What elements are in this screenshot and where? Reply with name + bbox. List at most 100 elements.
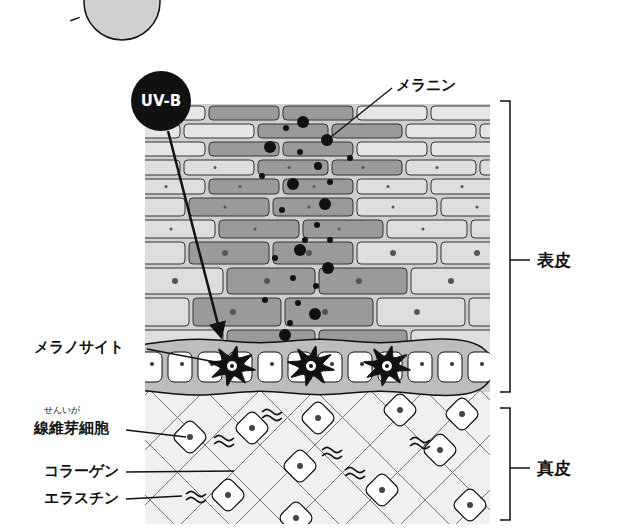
uv-ray-arrow — [168, 131, 221, 336]
melanin-granule — [327, 237, 333, 243]
cell-nucleus — [150, 362, 154, 366]
uv-circle: UV-B — [131, 71, 191, 131]
epidermis-cell — [273, 242, 353, 264]
elastin-fiber — [214, 435, 234, 440]
cell-nucleus — [459, 411, 465, 417]
layer-bracket — [500, 101, 530, 520]
node-text: UV-B — [141, 92, 181, 110]
cell-nucleus — [187, 434, 193, 440]
cell-nucleus — [476, 206, 479, 209]
epidermis-cell — [357, 242, 437, 264]
melanin-granule — [279, 207, 285, 213]
skin-section — [145, 104, 490, 524]
cell-nucleus — [264, 278, 270, 284]
sun-disc — [84, 0, 160, 40]
epidermis-cell — [145, 160, 180, 175]
epidermis-cell — [332, 160, 402, 175]
cell-nucleus — [385, 364, 389, 368]
elastin-fiber — [345, 467, 365, 472]
epidermis-cell — [145, 179, 205, 194]
basal-cell — [438, 352, 462, 382]
epidermis-cell — [184, 124, 254, 138]
epidermis-cell — [387, 220, 467, 238]
elastin-fiber — [410, 443, 430, 448]
melanin-granule — [321, 134, 333, 146]
epidermis-cell — [283, 179, 353, 194]
cell-nucleus — [387, 185, 390, 188]
cell-nucleus — [270, 362, 274, 366]
epidermis-cell — [283, 106, 353, 120]
epidermis-cell — [209, 106, 279, 120]
melanin-granule — [297, 149, 303, 155]
cell-nucleus — [414, 309, 420, 315]
fibroblast — [210, 477, 247, 514]
cell-nucleus — [297, 463, 303, 469]
melanocyte — [208, 346, 255, 386]
elastin-fiber — [186, 491, 206, 496]
cell-nucleus — [480, 362, 484, 366]
cell-nucleus — [360, 362, 364, 366]
epidermis-cell — [219, 220, 299, 238]
melanin-granule — [264, 141, 276, 153]
epidermis-cell — [258, 124, 328, 138]
epidermis-cell — [184, 160, 254, 175]
elastin-fiber — [322, 453, 342, 458]
cell-nucleus — [315, 415, 321, 421]
epidermis-cell — [357, 179, 427, 194]
cell-nucleus — [172, 278, 178, 284]
collagen-fiber — [205, 390, 345, 524]
cell-nucleus — [390, 250, 396, 256]
melanocyte — [287, 346, 334, 386]
cell-nucleus — [308, 206, 311, 209]
fibroblast — [382, 392, 419, 429]
epidermis-cell — [431, 179, 490, 194]
melanin-granule — [327, 179, 333, 185]
cell-nucleus — [180, 362, 184, 366]
cell-nucleus — [338, 228, 341, 231]
epidermis-cell — [283, 142, 353, 156]
fibroblast — [282, 448, 319, 485]
epidermis-cell — [377, 298, 465, 326]
cell-nucleus — [448, 278, 454, 284]
basal-cell — [258, 352, 282, 382]
elastin-fiber — [186, 497, 206, 502]
melanin-granule — [294, 244, 306, 256]
epidermis-cell — [273, 198, 353, 216]
epidermis-cell — [209, 179, 279, 194]
fibroblast — [278, 500, 315, 524]
epidermis-cell — [406, 124, 476, 138]
cell-nucleus — [306, 250, 312, 256]
melanin-granule — [287, 320, 293, 326]
melanin-granule — [262, 297, 268, 303]
cell-nucleus — [313, 185, 316, 188]
epidermis-cell — [357, 198, 437, 216]
collagen-fiber — [260, 390, 400, 524]
elastin-fiber — [262, 409, 282, 414]
cell-nucleus — [461, 185, 464, 188]
melanocyte-nucleus — [227, 361, 237, 371]
epidermis-cell — [441, 242, 490, 264]
epidermis-cell — [193, 298, 281, 326]
cell-nucleus — [288, 166, 291, 169]
fibroblast-label: 線維芽細胞 — [34, 419, 109, 437]
cell-nucleus — [230, 309, 236, 315]
epidermis-cell — [285, 298, 373, 326]
melanocyte — [363, 346, 410, 386]
cell-nucleus — [214, 166, 217, 169]
melanin-granule — [322, 262, 334, 274]
epidermis-cell — [145, 298, 189, 326]
fibroblast — [300, 400, 337, 437]
elastin-fiber — [214, 441, 234, 446]
epidermis-cell — [441, 198, 490, 216]
cell-nucleus — [224, 206, 227, 209]
melanin-granule — [259, 173, 265, 179]
epidermis-cell — [431, 106, 490, 120]
epidermis-cell — [209, 142, 279, 156]
cell-nucleus — [397, 407, 403, 413]
epidermis-cell — [332, 124, 402, 138]
melanocyte-nucleus — [306, 361, 316, 371]
cell-nucleus — [225, 492, 231, 498]
basal-cell — [408, 352, 432, 382]
melanin-granule — [287, 178, 299, 190]
cell-nucleus — [330, 362, 334, 366]
